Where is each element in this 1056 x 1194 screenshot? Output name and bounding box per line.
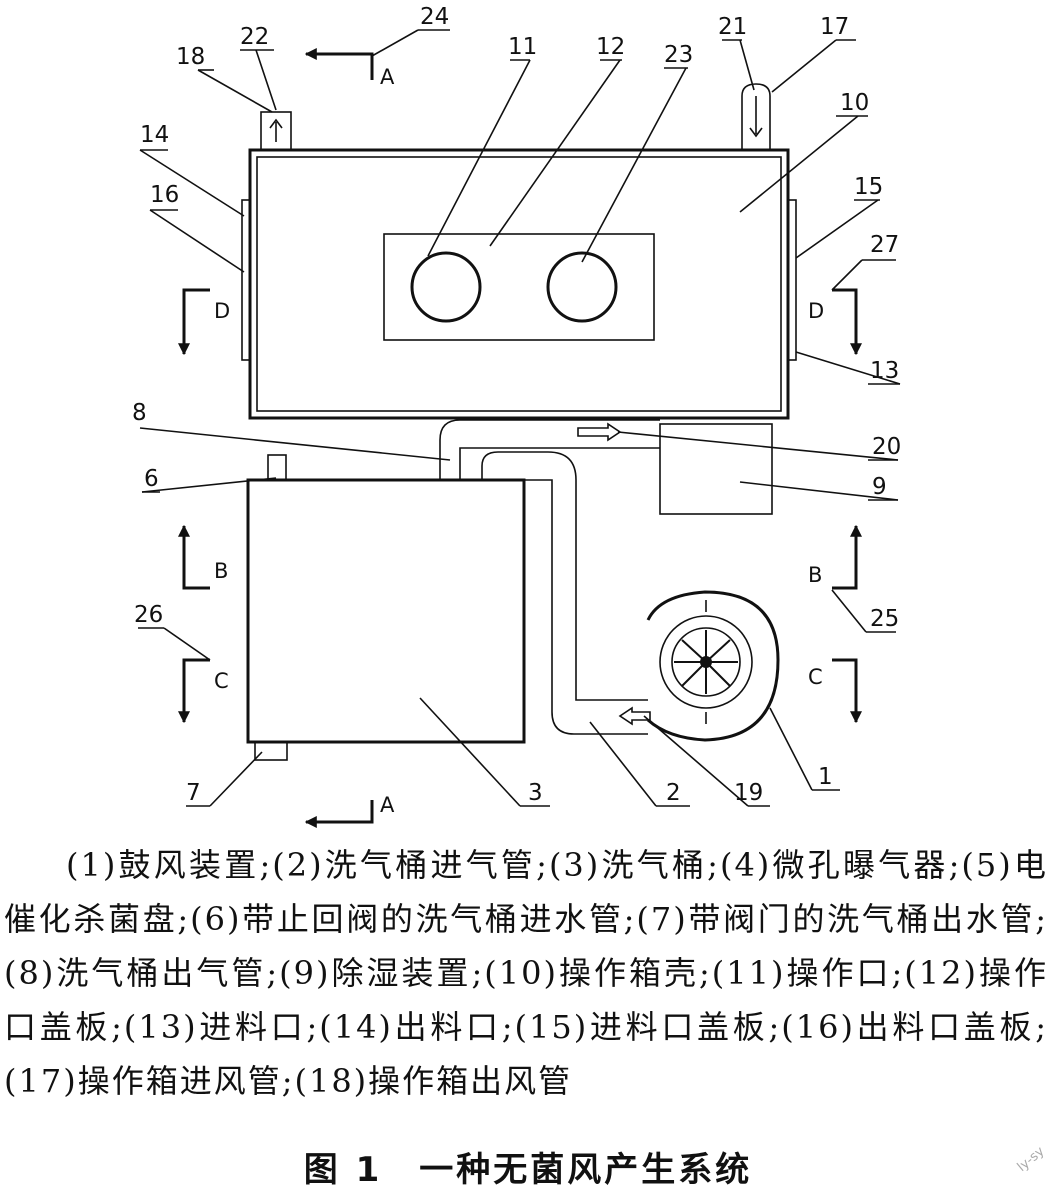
section-marker-d-right: D	[808, 288, 862, 356]
callout-labels: 1 2 3 6 7 8 9 10 11 12 13 14 15 16 17 18…	[132, 4, 901, 806]
blower	[646, 590, 780, 742]
callout-25: 25	[870, 606, 899, 632]
callout-15: 15	[854, 174, 883, 200]
section-marker-d-left: D	[178, 288, 230, 356]
operation-box-inlet-pipe	[741, 83, 771, 150]
callout-12: 12	[596, 34, 625, 60]
callout-13: 13	[870, 358, 899, 384]
section-marker-a-bottom: A	[304, 793, 395, 828]
callout-11: 11	[508, 34, 537, 60]
callout-3: 3	[528, 780, 543, 806]
section-marker-a-top: A	[304, 48, 395, 89]
callout-2: 2	[666, 780, 681, 806]
section-marker-b-right: B	[808, 524, 862, 590]
callout-20: 20	[872, 434, 901, 460]
svg-text:C: C	[214, 669, 229, 693]
system-diagram: A A D D B B C C	[132, 4, 901, 828]
svg-text:D: D	[214, 299, 230, 323]
svg-text:D: D	[808, 299, 824, 323]
svg-text:A: A	[380, 65, 395, 89]
operation-port-left	[410, 251, 482, 323]
callout-19: 19	[734, 780, 763, 806]
callout-26: 26	[134, 602, 163, 628]
flow-arrow-19	[618, 706, 651, 726]
svg-text:C: C	[808, 665, 823, 689]
barrel-inlet-pipe	[481, 451, 648, 735]
svg-text:B: B	[808, 563, 822, 587]
callout-24: 24	[420, 4, 449, 30]
operation-box-shell	[248, 148, 790, 420]
callout-6: 6	[144, 466, 159, 492]
callout-1: 1	[818, 764, 833, 790]
section-marker-b-left: B	[178, 524, 228, 590]
outlet-cover	[241, 199, 251, 361]
section-marker-c-left: C	[178, 658, 229, 724]
svg-text:A: A	[380, 793, 395, 817]
dehumidifier	[659, 423, 773, 515]
svg-text:B: B	[214, 559, 228, 583]
callout-23: 23	[664, 42, 693, 68]
callout-10: 10	[840, 90, 869, 116]
water-outlet-pipe	[254, 741, 288, 761]
callout-16: 16	[150, 182, 179, 208]
flow-arrow-20	[577, 422, 622, 442]
callout-27: 27	[870, 232, 899, 258]
operation-port-cover-plate	[383, 233, 655, 341]
water-inlet-pipe	[267, 454, 287, 481]
leader-lines	[138, 29, 901, 807]
operation-box-outlet-pipe	[260, 111, 292, 151]
inlet-cover	[787, 199, 797, 361]
parts-legend: (1)鼓风装置;(2)洗气桶进气管;(3)洗气桶;(4)微孔曝气器;(5)电催化…	[4, 846, 1048, 1100]
callout-17: 17	[820, 14, 849, 40]
washing-barrel	[246, 478, 526, 744]
callout-8: 8	[132, 400, 147, 426]
callout-22: 22	[240, 24, 269, 50]
callout-14: 14	[140, 122, 169, 148]
callout-21: 21	[718, 14, 747, 40]
barrel-outlet-pipe	[439, 419, 660, 480]
callout-18: 18	[176, 44, 205, 70]
figure-caption: 图 1 一种无菌风产生系统	[303, 1150, 753, 1190]
callout-7: 7	[186, 780, 201, 806]
section-marker-c-right: C	[808, 658, 862, 724]
callout-9: 9	[872, 474, 887, 500]
operation-port-right	[546, 251, 618, 323]
